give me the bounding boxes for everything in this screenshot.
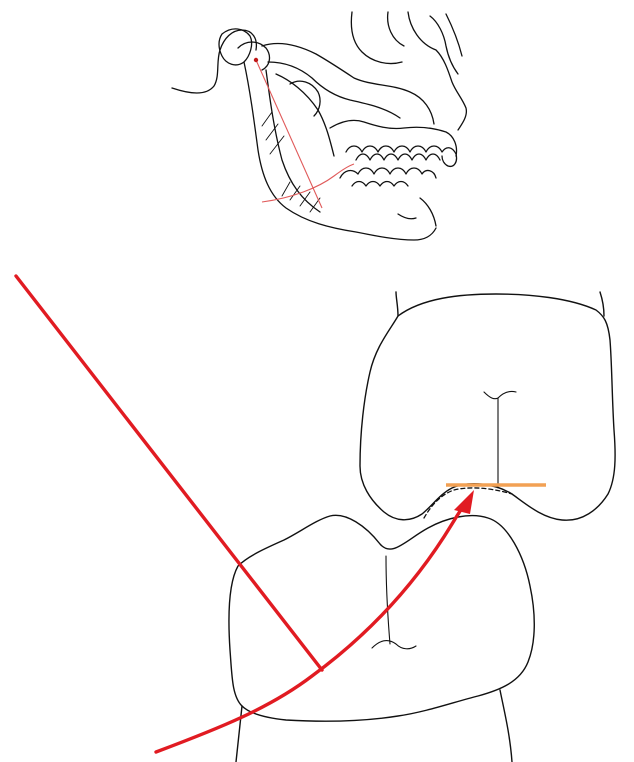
zygomatic-lower — [268, 62, 400, 118]
condyle-pivot-dot — [254, 58, 258, 62]
closure-arc-arrow — [156, 502, 466, 752]
cranium-outline — [351, 12, 466, 130]
coronoid-process — [290, 81, 320, 116]
upper-tooth-root-right — [600, 292, 604, 316]
mandible-notch — [276, 74, 334, 156]
upper-teeth-crowns — [356, 154, 440, 160]
zygomatic-arch — [262, 44, 434, 124]
skull-arc-line — [262, 164, 354, 202]
lower-tooth — [229, 515, 534, 762]
upper-tooth-fissure — [484, 391, 516, 488]
closure-arrowhead — [454, 490, 474, 514]
lower-teeth — [340, 168, 436, 178]
upper-tooth-root-left — [396, 292, 398, 316]
lower-tooth-root-left — [236, 706, 242, 762]
mandible-inner — [266, 70, 320, 212]
condyle-head — [238, 42, 269, 70]
mastoid-process — [219, 29, 252, 65]
skull-illustration — [172, 12, 466, 240]
skull-radius-line — [256, 60, 322, 208]
lower-tooth-root-right — [500, 690, 512, 762]
ramus-hatching — [262, 112, 320, 212]
lower-tooth-crown — [229, 515, 534, 721]
rotation-radius-line — [16, 276, 322, 670]
chin-outline — [398, 198, 436, 226]
lower-teeth-roots — [352, 182, 408, 187]
